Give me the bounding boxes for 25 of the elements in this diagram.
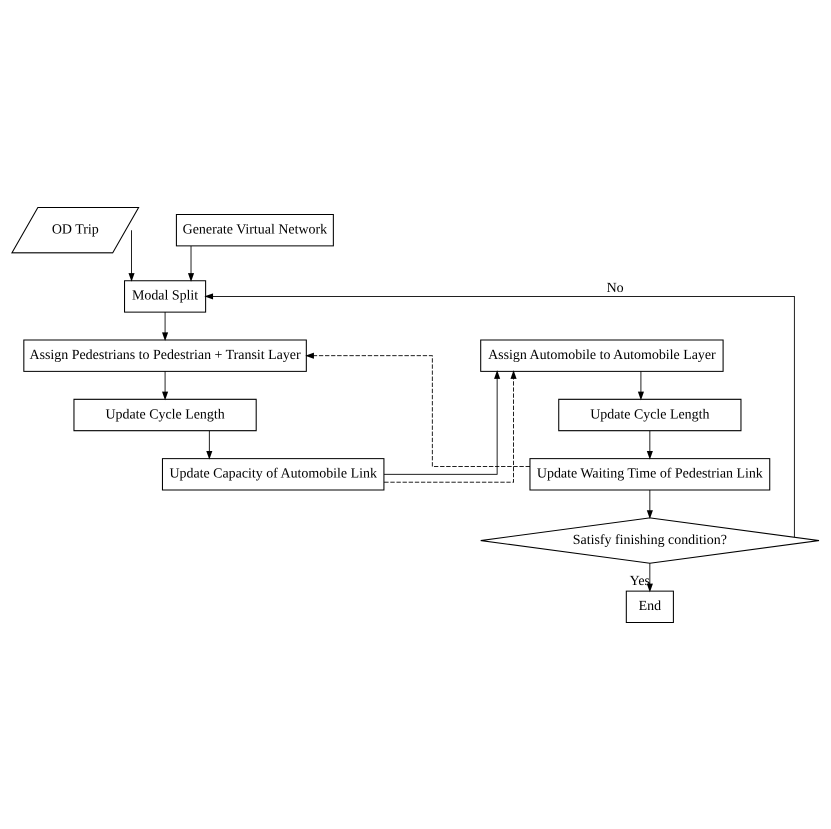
arrow — [646, 430, 653, 460]
arrow — [128, 229, 135, 282]
arrow — [206, 430, 212, 460]
arrow — [162, 311, 168, 341]
node-box: Generate Virtual Network — [176, 213, 334, 246]
node-box: Assign Pedestrians to Pedestrian + Transit Layer — [23, 339, 307, 372]
arrow — [646, 562, 653, 592]
arrow — [162, 370, 168, 400]
node-box: End — [626, 590, 674, 623]
edge-label: Yes — [630, 573, 650, 588]
node-box: Modal Split — [124, 280, 206, 312]
arrow — [384, 370, 517, 482]
node-box: Update Capacity of Automobile Link — [162, 458, 384, 490]
arrow — [305, 352, 530, 466]
node-box: Update Cycle Length — [73, 398, 257, 431]
node-box: Update Cycle Length — [558, 398, 742, 431]
node-box: Assign Automobile to Automobile Layer — [480, 339, 724, 372]
arrow — [646, 489, 653, 518]
node-diamond: Satisfy finishing condition? — [480, 516, 820, 564]
node-box: Update Waiting Time of Pedestrian Link — [529, 458, 770, 490]
edge-label: No — [606, 280, 624, 296]
arrow — [204, 292, 795, 538]
arrow — [188, 244, 194, 282]
arrow — [638, 370, 644, 400]
arrow — [384, 370, 500, 474]
